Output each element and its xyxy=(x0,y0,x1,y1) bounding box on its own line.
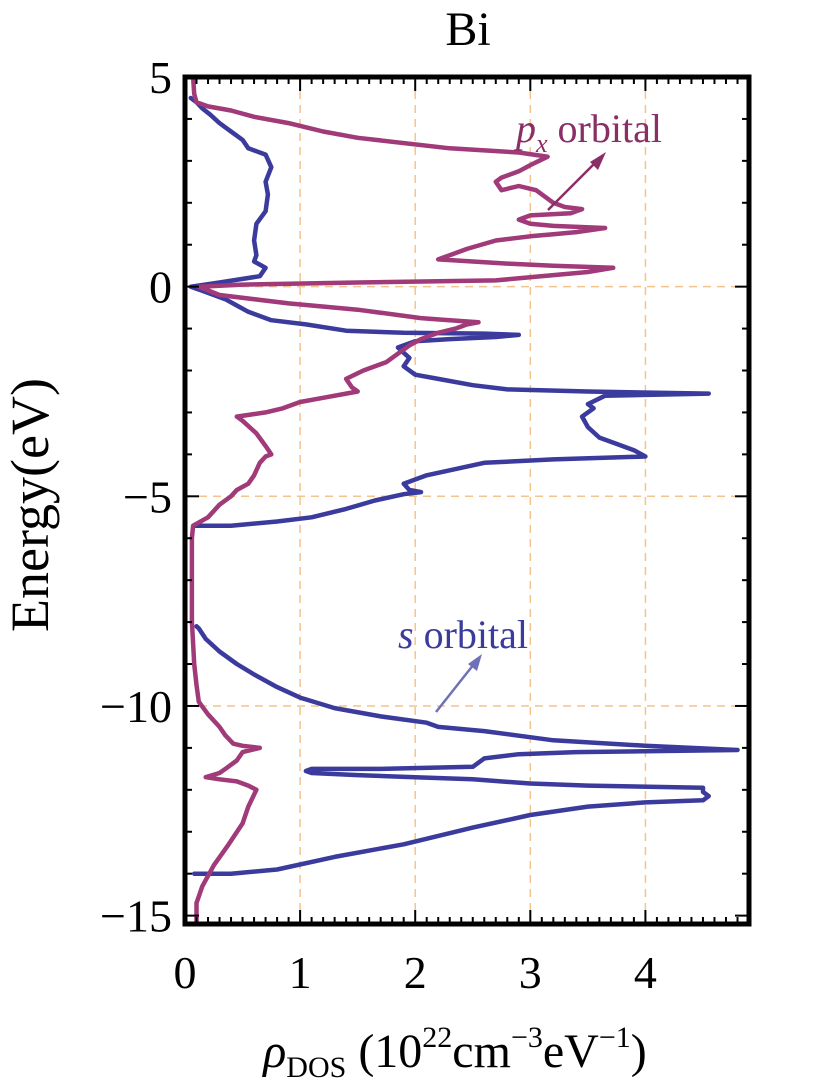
s-label-text: orbital xyxy=(414,612,528,657)
x-label-close: ) xyxy=(631,1025,647,1078)
x-label-unit1: cm xyxy=(452,1025,511,1078)
s-label-italic: s xyxy=(398,612,414,657)
axis-ticks xyxy=(184,76,749,924)
p-orbital-label: px orbital xyxy=(513,106,662,158)
p-label-sub: x xyxy=(535,129,548,158)
y-tick-label: 5 xyxy=(149,52,172,103)
s-orbital-line xyxy=(188,95,711,528)
grid-lines xyxy=(185,77,749,924)
x-label-exp3: −1 xyxy=(599,1021,631,1054)
series-layer xyxy=(188,74,740,927)
x-tick-label: 0 xyxy=(174,947,197,998)
x-tick-label: 3 xyxy=(519,947,542,998)
x-label-symbol: ρ xyxy=(261,1025,286,1078)
chart-title: Bi xyxy=(445,3,490,56)
x-tick-label: 4 xyxy=(634,947,657,998)
x-tick-label: 2 xyxy=(404,947,427,998)
p-orbital-arrow xyxy=(547,152,606,211)
plot-frame xyxy=(182,74,752,927)
s-orbital-line xyxy=(191,624,740,876)
y-tick-label: −5 xyxy=(123,471,172,522)
y-axis-label: Energy(eV) xyxy=(0,378,60,632)
p-label-text: orbital xyxy=(548,106,662,151)
p-label-italic: p xyxy=(513,106,536,151)
x-label-exp2: −3 xyxy=(511,1021,543,1054)
x-label-unit2: eV xyxy=(543,1025,599,1078)
y-tick-label: 0 xyxy=(149,262,172,313)
x-tick-label: 1 xyxy=(289,947,312,998)
x-label-symbol-sub: DOS xyxy=(286,1051,346,1084)
tick-labels: 0 1 2 3 4 −15 −10 −5 0 5 xyxy=(100,52,657,998)
p-orbital-line xyxy=(189,74,616,927)
y-tick-label: −15 xyxy=(100,891,172,942)
s-orbital-arrow xyxy=(435,654,482,713)
x-axis-label: ρDOS (1022cm−3eV−1) xyxy=(261,1021,646,1084)
y-tick-label: −10 xyxy=(100,681,172,732)
x-label-exp1: 22 xyxy=(422,1021,452,1054)
s-orbital-label: s orbital xyxy=(398,612,528,657)
x-label-open: (10 xyxy=(346,1025,422,1078)
